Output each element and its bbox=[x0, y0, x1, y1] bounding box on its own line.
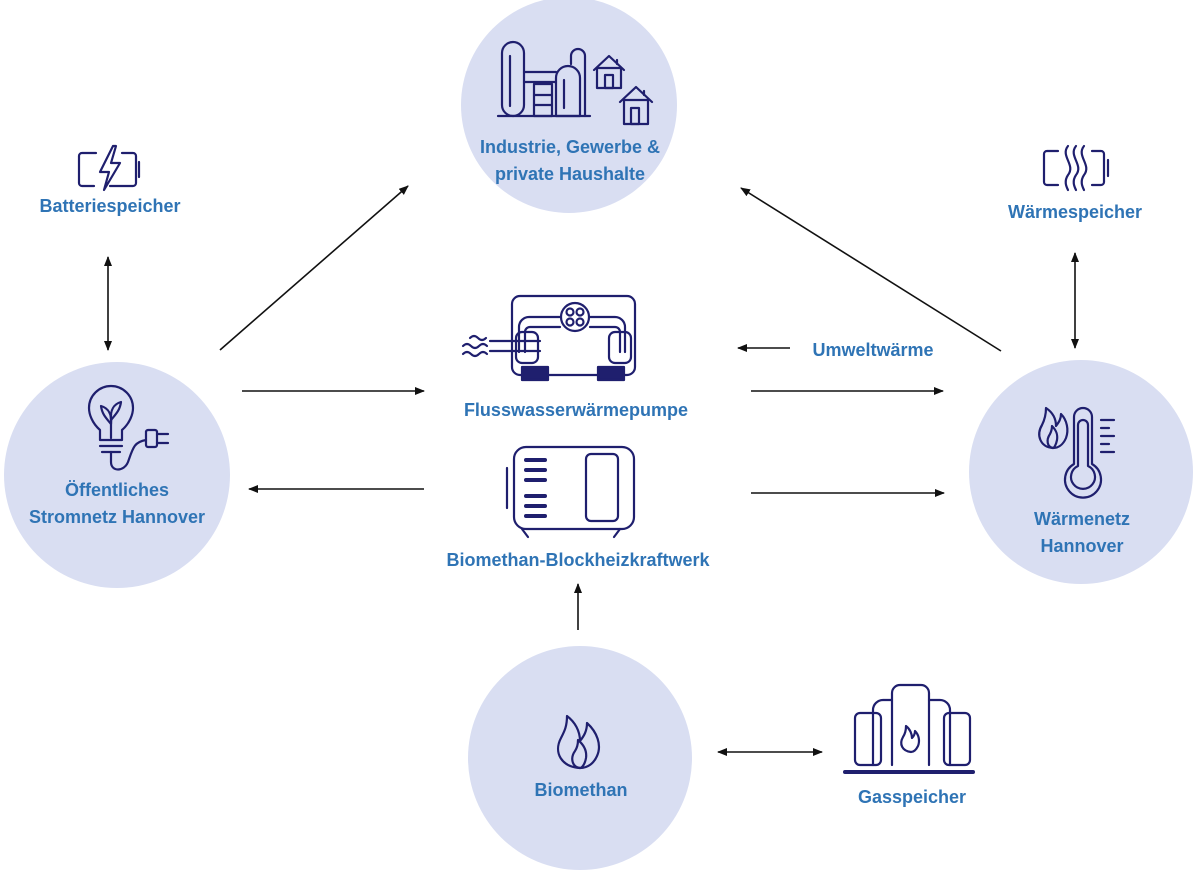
heat-pump-icon bbox=[461, 294, 637, 382]
gas-tanks-icon bbox=[843, 683, 975, 774]
bhkw-label-text: Biomethan-Blockheizkraftwerk bbox=[446, 550, 710, 570]
bhkw-label: Biomethan-Blockheizkraftwerk bbox=[418, 547, 738, 574]
biomethan-circle bbox=[468, 646, 692, 870]
stromnetz-label-line1: Öffentliches bbox=[64, 480, 170, 500]
stromnetz-circle bbox=[4, 362, 230, 588]
arrow-waermenetz-industrie bbox=[740, 187, 1002, 352]
battery-icon bbox=[77, 144, 141, 192]
industrie-label-line2: private Haushalte bbox=[494, 164, 646, 184]
stromnetz-label: Öffentliches Stromnetz Hannover bbox=[10, 477, 224, 531]
waermespeicher-label: Wärmespeicher bbox=[975, 199, 1175, 226]
factory-houses-icon bbox=[496, 40, 654, 126]
umweltwaerme-label: Umweltwärme bbox=[790, 337, 956, 364]
flame-thermometer-icon bbox=[1038, 406, 1116, 499]
industrie-circle bbox=[461, 0, 677, 213]
batteriespeicher-label: Batteriespeicher bbox=[10, 193, 210, 220]
waermenetz-label-line2: Hannover bbox=[1040, 536, 1124, 556]
waermepumpe-label-text: Flusswasserwärmepumpe bbox=[463, 400, 689, 420]
arrow-stromnetz-industrie bbox=[219, 185, 409, 351]
waermenetz-circle bbox=[969, 360, 1193, 584]
stromnetz-label-line2: Stromnetz Hannover bbox=[28, 507, 206, 527]
waermenetz-label: Wärmenetz Hannover bbox=[976, 506, 1188, 560]
biomethan-label-text: Biomethan bbox=[534, 780, 628, 800]
heat-storage-icon bbox=[1042, 144, 1110, 192]
gasspeicher-label-text: Gasspeicher bbox=[857, 787, 967, 807]
biomethan-label: Biomethan bbox=[481, 777, 681, 804]
waermespeicher-label-text: Wärmespeicher bbox=[1007, 202, 1143, 222]
lightbulb-plug-icon bbox=[87, 384, 170, 471]
waermenetz-label-line1: Wärmenetz bbox=[1033, 509, 1131, 529]
flame-icon bbox=[556, 714, 601, 770]
gasspeicher-label: Gasspeicher bbox=[822, 784, 1002, 811]
batteriespeicher-label-text: Batteriespeicher bbox=[39, 196, 181, 216]
industrie-label: Industrie, Gewerbe & private Haushalte bbox=[464, 134, 676, 188]
waermepumpe-label: Flusswasserwärmepumpe bbox=[438, 397, 714, 424]
umweltwaerme-label-text: Umweltwärme bbox=[812, 340, 934, 360]
industrie-label-line1: Industrie, Gewerbe & bbox=[479, 137, 661, 157]
chp-unit-icon bbox=[505, 445, 636, 539]
